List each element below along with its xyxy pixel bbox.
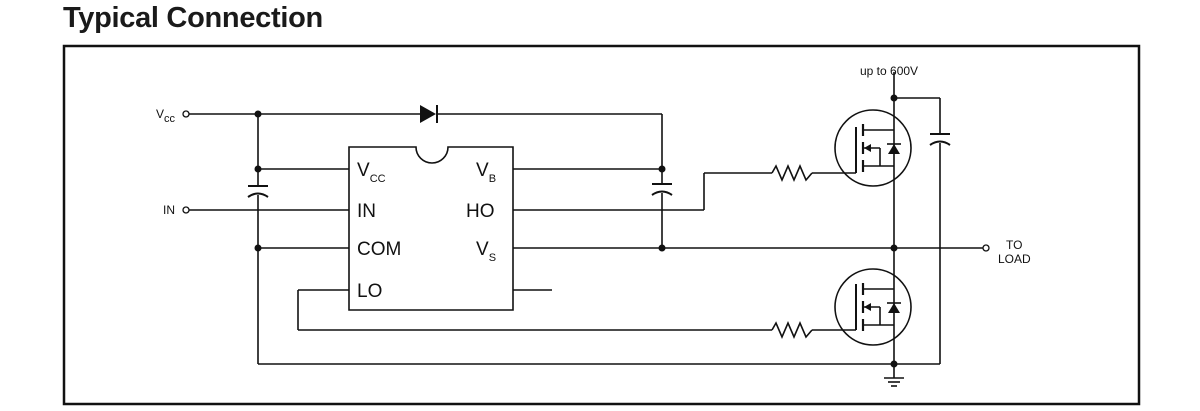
ic-pin-lo: LO <box>357 281 382 302</box>
terminal-icon <box>182 110 190 118</box>
diode-icon <box>420 105 438 123</box>
mosfet-icon <box>834 109 912 187</box>
in-input-label: IN <box>163 203 175 217</box>
terminal-icon <box>982 244 990 252</box>
high-voltage-label: up to 600V <box>860 64 918 78</box>
capacitor-icon <box>929 133 951 146</box>
junction-dots <box>254 94 898 368</box>
to-load-label-line1: TO <box>1006 238 1022 252</box>
capacitor-icon <box>247 185 269 198</box>
vcc-supply-label: Vcc <box>156 107 176 125</box>
ic-pin-in: IN <box>357 201 376 222</box>
resistor-icon <box>771 320 813 340</box>
resistor-icon <box>771 163 813 183</box>
to-load-label-line2: LOAD <box>998 252 1031 266</box>
ic-pin-ho: HO <box>466 201 495 222</box>
terminal-icon <box>182 206 190 214</box>
wires <box>189 72 983 378</box>
ic-pin-com: COM <box>357 239 401 260</box>
page-title: Typical Connection <box>63 2 323 34</box>
ic-pin-vb: VB <box>476 160 496 185</box>
ic-pin-vcc: VCC <box>357 160 386 185</box>
ground-icon <box>884 377 904 387</box>
ic-body <box>348 146 514 311</box>
capacitor-icon <box>651 183 673 196</box>
ic-pin-vs: VS <box>476 239 496 264</box>
mosfet-icon <box>834 268 912 346</box>
diagram-frame <box>62 44 1141 406</box>
